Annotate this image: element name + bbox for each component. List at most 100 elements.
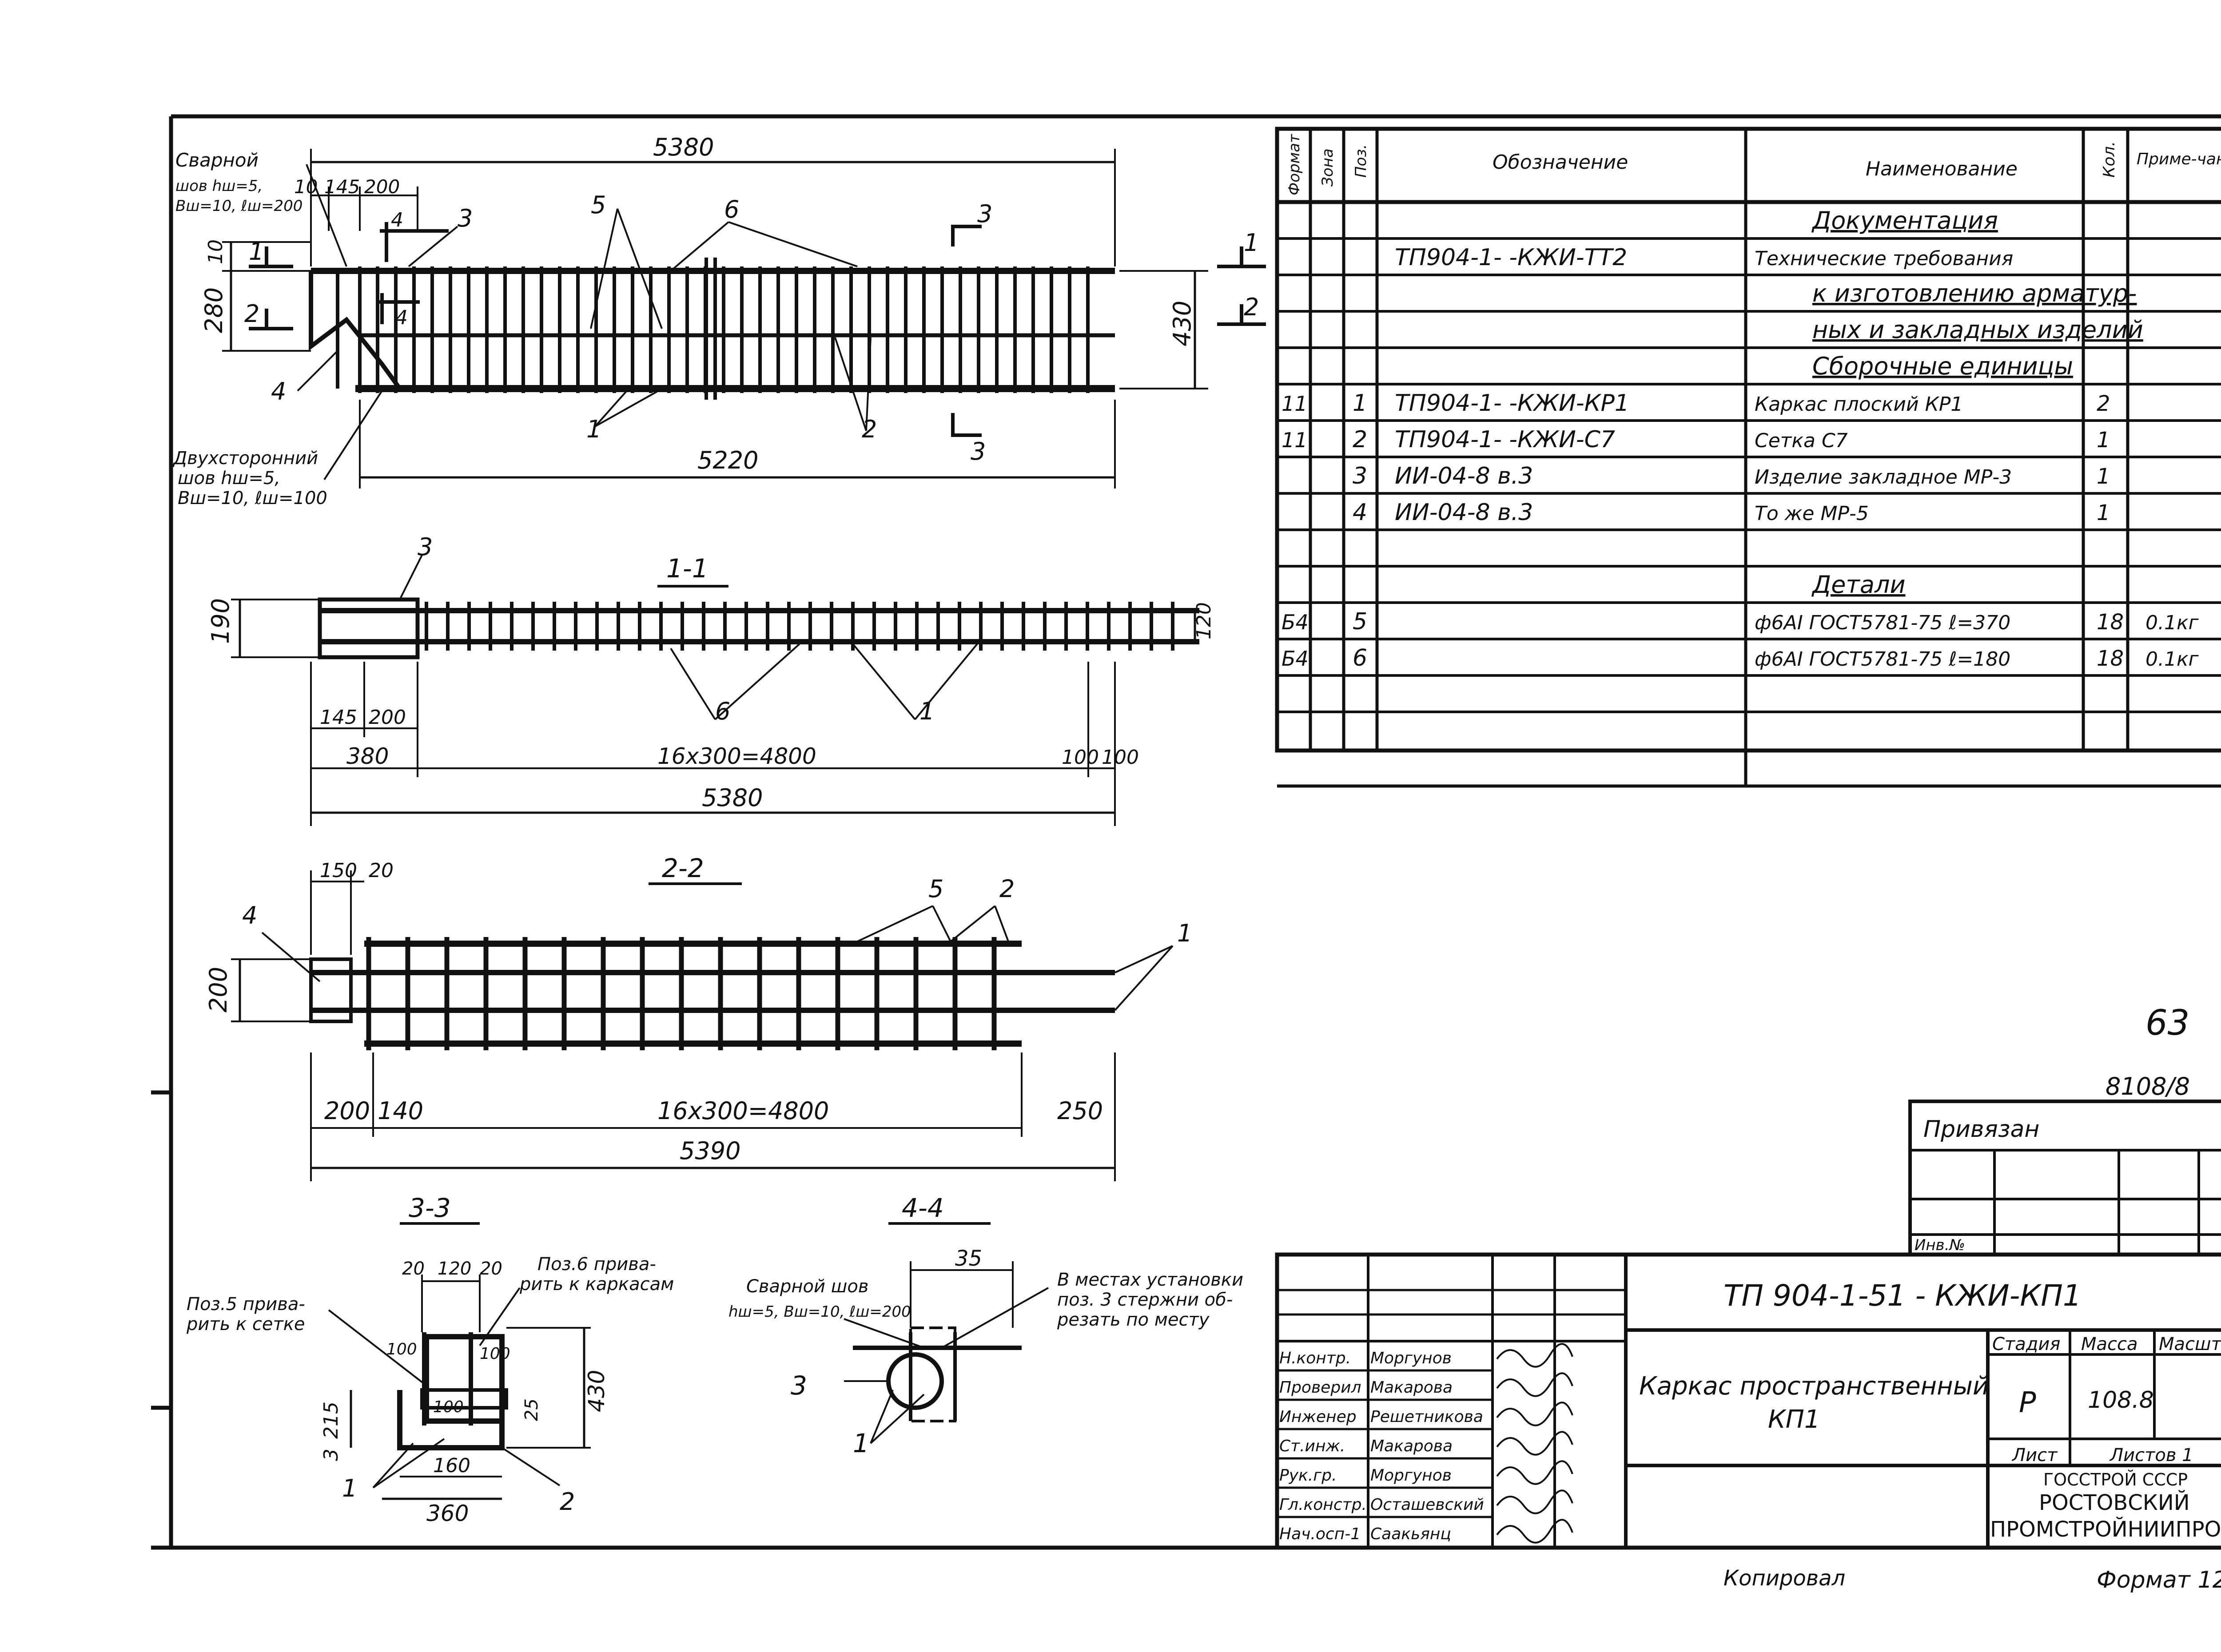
drawing-name-line1: Каркас пространственный bbox=[1639, 1372, 1989, 1401]
spec-cell-format: 11 bbox=[1282, 428, 1308, 452]
plan-tag-2: 2 bbox=[862, 415, 877, 443]
plan-cut-4b: 4 bbox=[395, 306, 408, 329]
s44-tag-3: 3 bbox=[791, 1370, 807, 1401]
s33-dim-430: 430 bbox=[584, 1370, 609, 1412]
plan-tag-4: 4 bbox=[271, 377, 286, 405]
plan-cut-1: 1 bbox=[249, 238, 264, 266]
plan-dim-total: 5380 bbox=[653, 133, 714, 161]
s11-tag-1: 1 bbox=[919, 697, 935, 725]
two-side-weld-line2: шов hш=5, bbox=[178, 468, 280, 488]
s33-dim-3: 3 bbox=[320, 1449, 342, 1461]
section-3-3-title: 3-3 bbox=[409, 1193, 451, 1223]
plan-dim-10b: 10 bbox=[294, 176, 318, 198]
spec-cell-designation: ТП904-1- -КЖИ-КР1 bbox=[1395, 390, 1629, 417]
signature-scribble bbox=[1496, 1460, 1573, 1485]
org-line3: ПРОМСТРОЙНИИПРОЕКТ bbox=[1990, 1517, 2221, 1542]
signature-role: Рук.гр. bbox=[1279, 1466, 1337, 1485]
archive-number: 8108/8 bbox=[2106, 1072, 2190, 1100]
s33-dim-100c: 100 bbox=[433, 1398, 464, 1416]
format-label: Формат 12 bbox=[2097, 1567, 2221, 1593]
spec-cell-qty: 1 bbox=[2097, 500, 2110, 525]
spec-header-qty: Кол. bbox=[2100, 141, 2118, 178]
s22-dim-200v: 200 bbox=[204, 967, 232, 1013]
spec-header-name: Наименование bbox=[1866, 158, 2018, 180]
s33-dim-20a: 20 bbox=[402, 1259, 425, 1279]
s44-weld-line1: Сварной шов bbox=[746, 1276, 868, 1297]
title-block bbox=[1275, 1252, 2221, 1550]
signature-role: Нач.осп-1 bbox=[1279, 1525, 1361, 1543]
spec-cell-pos: 4 bbox=[1353, 499, 1367, 526]
s33-dim-100a: 100 bbox=[386, 1340, 417, 1358]
sheets-header: Листов 1 bbox=[2109, 1445, 2193, 1465]
signature-name: Моргунов bbox=[1370, 1466, 1452, 1485]
signature-name: Моргунов bbox=[1370, 1349, 1452, 1367]
spec-row: Документация bbox=[1811, 206, 1998, 234]
spec-header-designation: Обозначение bbox=[1493, 151, 1628, 174]
s22-dim-140: 140 bbox=[378, 1097, 423, 1125]
signature-scribble bbox=[1496, 1372, 1573, 1397]
spec-cell-name: Сетка С7 bbox=[1755, 429, 1848, 452]
spec-cell-note: 0.1кг bbox=[2145, 612, 2199, 634]
s33-note-6-line1: Поз.6 прива- bbox=[537, 1254, 656, 1275]
spec-cell-name: ных и закладных изделий bbox=[1812, 316, 2143, 344]
spec-cell-name: Каркас плоский КР1 bbox=[1755, 393, 1963, 416]
s22-tag-4: 4 bbox=[242, 901, 257, 929]
spec-cell-qty: 2 bbox=[2097, 391, 2110, 416]
stage-header: Стадия bbox=[1992, 1334, 2060, 1354]
s11-dim-380: 380 bbox=[346, 743, 389, 769]
two-side-weld-line1: Двухсторонний bbox=[172, 448, 318, 469]
signature-role: Проверил bbox=[1279, 1378, 1361, 1397]
s11-dim-span: 16х300=4800 bbox=[657, 743, 816, 769]
plan-tag-1: 1 bbox=[586, 415, 601, 443]
spec-header-pos: Поз. bbox=[1352, 144, 1370, 178]
weld-note-line2: шов hш=5, bbox=[175, 177, 263, 195]
spec-cell-name: Изделие закладное МР-3 bbox=[1755, 466, 2012, 488]
plan-cut-3a: 3 bbox=[977, 200, 992, 228]
s44-note-line1: В местах установки bbox=[1057, 1270, 1243, 1290]
section-2-2-labels: 2-2 150 20 200 200 140 16х300=4800 250 5… bbox=[204, 853, 1192, 1165]
section-4-4-title: 4-4 bbox=[902, 1193, 944, 1223]
section-2-2-stirrups bbox=[366, 937, 997, 1050]
spec-cell-designation: ИИ-04-8 в.3 bbox=[1395, 463, 1533, 489]
signature-name: Решетникова bbox=[1370, 1408, 1483, 1426]
spec-cell-qty: 1 bbox=[2097, 464, 2110, 489]
plan-view bbox=[222, 149, 1266, 488]
spec-cell-pos: 1 bbox=[1353, 390, 1367, 417]
s33-note-5-line2: рить к сетке bbox=[186, 1314, 305, 1334]
spec-cell-qty: 18 bbox=[2097, 646, 2124, 671]
plan-dim-145: 145 bbox=[324, 176, 360, 198]
signature-scribble bbox=[1496, 1519, 1573, 1544]
spec-cell-name: Детали bbox=[1811, 571, 1906, 599]
s22-dim-150: 150 bbox=[320, 859, 357, 882]
s22-dim-250: 250 bbox=[1057, 1097, 1103, 1125]
plan-tag-5: 5 bbox=[591, 191, 606, 219]
s44-weld-line2: hш=5, Вш=10, ℓш=200 bbox=[728, 1303, 911, 1321]
section-3-3 bbox=[328, 1222, 591, 1500]
signature-role: Н.контр. bbox=[1279, 1349, 1351, 1367]
s22-tag-2: 2 bbox=[999, 875, 1015, 903]
mass-header: Масса bbox=[2081, 1334, 2138, 1354]
drawing-name-line2: КП1 bbox=[1768, 1405, 1820, 1434]
title-block-labels: ТП 904-1-51 - КЖИ-КП1 Каркас пространств… bbox=[1639, 1279, 2221, 1542]
plan-tag-3: 3 bbox=[458, 204, 473, 232]
s11-dim-200: 200 bbox=[369, 706, 406, 729]
s22-dim-20: 20 bbox=[369, 859, 394, 882]
section-4-4 bbox=[844, 1222, 1049, 1444]
plan-cut-4a: 4 bbox=[391, 209, 403, 231]
s33-dim-20b: 20 bbox=[480, 1259, 502, 1279]
plan-dim-200: 200 bbox=[364, 176, 400, 198]
signature-row: Ст.инж.Макарова bbox=[1279, 1431, 1573, 1456]
spec-cell-format: 11 bbox=[1282, 392, 1308, 416]
section-1-1 bbox=[231, 555, 1199, 826]
inv-number-label: Инв.№ bbox=[1915, 1236, 1965, 1254]
s22-dim-200: 200 bbox=[324, 1097, 370, 1125]
s33-tag-2: 2 bbox=[560, 1488, 575, 1516]
s11-dim-120: 120 bbox=[1193, 602, 1215, 639]
section-2-2 bbox=[231, 870, 1174, 1181]
s11-dim-190: 190 bbox=[207, 598, 235, 644]
org-line2: РОСТОВСКИЙ bbox=[2039, 1490, 2190, 1515]
